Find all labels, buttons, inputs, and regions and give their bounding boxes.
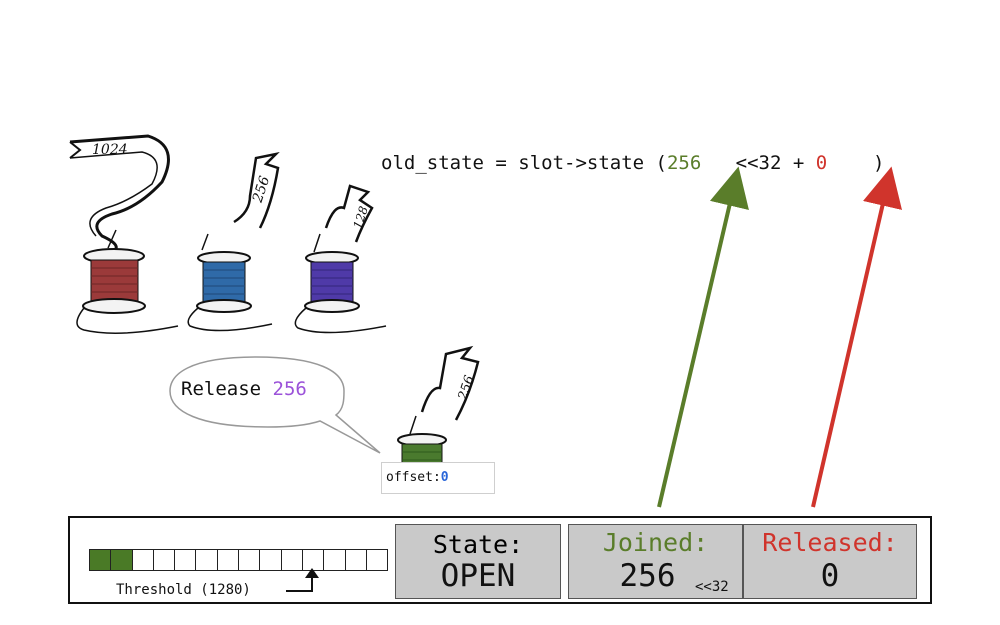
offset-label: offset: xyxy=(386,470,441,485)
bitmap-cell xyxy=(152,549,176,571)
thread xyxy=(202,261,246,303)
spool-1024-label: 1024 xyxy=(92,142,128,158)
bubble-value: 256 xyxy=(272,378,307,400)
bitmap-cell xyxy=(216,549,240,571)
released-label: Released: xyxy=(762,528,898,557)
released-arrow xyxy=(811,166,902,508)
joined-box: Joined: 256 <<32 xyxy=(568,524,743,599)
code-suffix: ) xyxy=(872,152,885,174)
bitmap-cell xyxy=(365,549,389,571)
thread xyxy=(90,259,139,303)
bitmap-cells xyxy=(89,549,389,571)
bitmap-cell xyxy=(259,549,282,571)
spool-256: 256 xyxy=(187,152,280,332)
threshold-label: Threshold (1280) xyxy=(116,582,251,598)
code-joined-value: 256 xyxy=(666,152,702,174)
offset-value: 0 xyxy=(440,470,449,485)
joined-shift: <<32 xyxy=(695,579,729,595)
spool-1024: 1024 xyxy=(69,134,179,334)
bitmap-cell xyxy=(131,549,154,571)
bitmap-cell-filled xyxy=(110,549,133,571)
bubble-text: Release 256 xyxy=(181,378,307,400)
spool-256-green: 256 xyxy=(397,345,480,470)
bitmap-cell-filled xyxy=(89,549,112,571)
thread xyxy=(310,261,354,303)
released-value: 0 xyxy=(820,558,840,594)
speech-bubble xyxy=(169,356,381,454)
offset-box: offset:0 xyxy=(381,462,495,494)
code-line: old_state = slot->state (256 <<32 + 0 ) xyxy=(381,152,884,174)
threshold-arrow xyxy=(286,568,319,592)
state-box: State: OPEN xyxy=(395,524,561,599)
spool-128-label: 128 xyxy=(351,204,372,230)
spool-256-green-label: 256 xyxy=(455,374,477,403)
bitmap-cell xyxy=(174,549,197,571)
code-prefix: old_state = slot->state ( xyxy=(381,152,667,174)
bubble-label: Release xyxy=(181,378,262,400)
state-value: OPEN xyxy=(440,558,516,594)
spool-128: 128 xyxy=(294,184,387,334)
bitmap-cell xyxy=(238,549,261,571)
released-box: Released: 0 xyxy=(743,524,917,599)
code-released-value: 0 xyxy=(815,152,828,174)
bitmap-cell xyxy=(195,549,218,571)
bitmap-cell xyxy=(344,549,367,571)
state-label: State: xyxy=(432,530,524,559)
joined-value: 256 xyxy=(619,558,676,594)
joined-arrow xyxy=(657,166,749,508)
joined-label: Joined: xyxy=(602,528,709,557)
